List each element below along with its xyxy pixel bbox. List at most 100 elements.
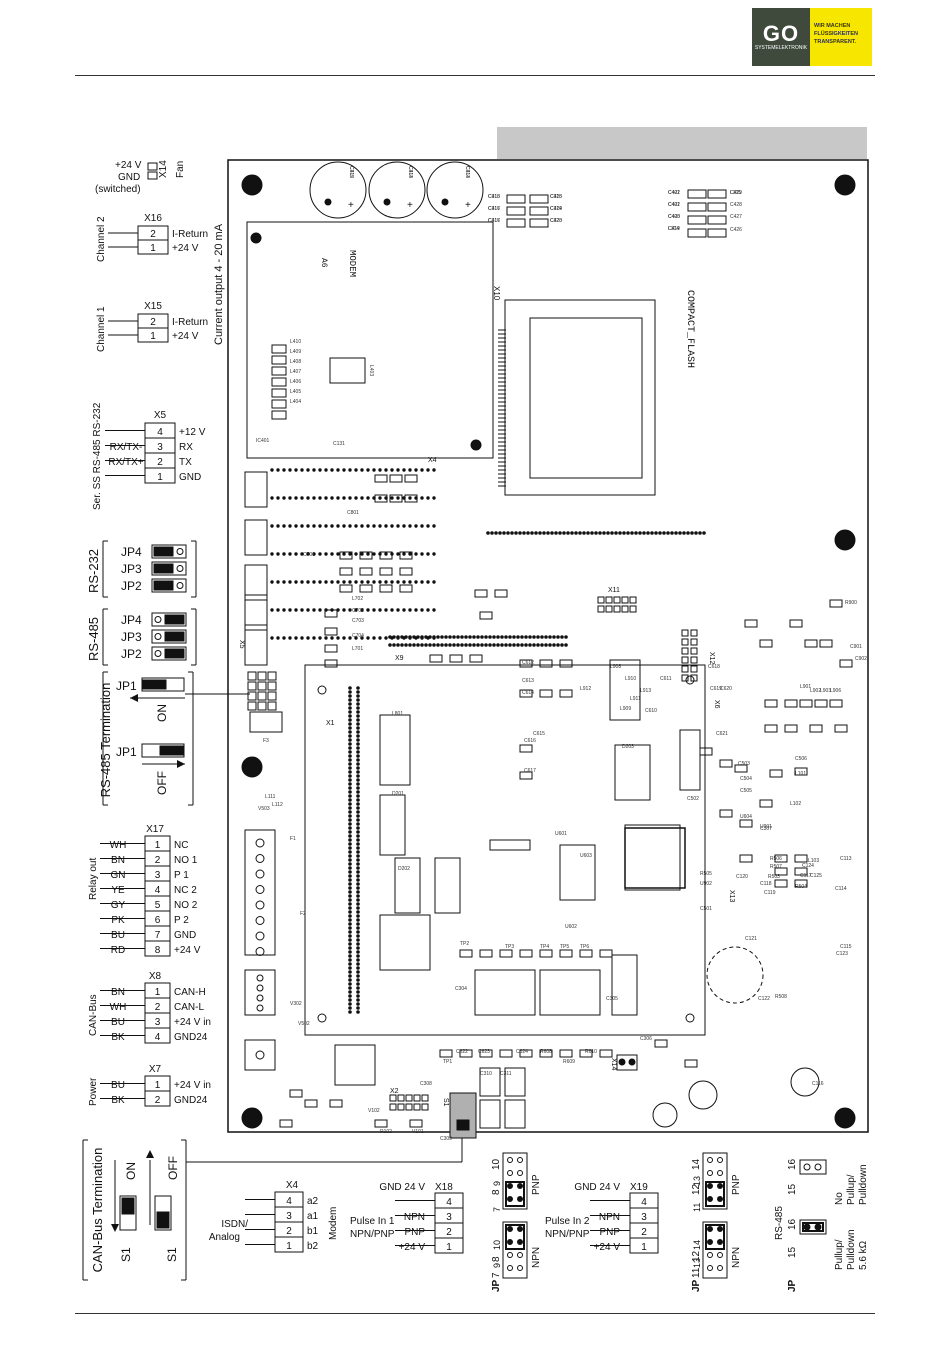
- mounting-hole: [834, 174, 856, 196]
- s1-knob: [456, 1119, 470, 1131]
- jumper-pad: [267, 701, 277, 711]
- x15-pin-number: 1: [150, 331, 156, 342]
- header-pin: [348, 906, 352, 910]
- x14-board-label: X14: [610, 1058, 617, 1071]
- s1-up-head: [146, 1150, 154, 1158]
- via: [408, 496, 412, 500]
- x11-pin: [621, 596, 629, 604]
- smd-part: [539, 659, 553, 668]
- header-pin: [348, 938, 352, 942]
- header-pin: [560, 643, 564, 647]
- smd-part: [829, 599, 843, 608]
- jp18-pin: [507, 1170, 513, 1176]
- component-label: C318: [550, 194, 562, 200]
- header-pin: [348, 934, 352, 938]
- via: [366, 468, 370, 472]
- jp18-pin: [507, 1239, 513, 1245]
- header-pin: [348, 962, 352, 966]
- via: [378, 580, 382, 584]
- compact-flash-label: COMPACT_FLASH: [684, 290, 695, 368]
- x5-pin-number: 2: [157, 457, 163, 468]
- header-pin: [348, 774, 352, 778]
- smd-part: [389, 474, 403, 483]
- via: [270, 636, 274, 640]
- via: [300, 468, 304, 472]
- via: [330, 496, 334, 500]
- jumper-pad: [247, 691, 257, 701]
- smd-part: [739, 819, 753, 828]
- via: [366, 496, 370, 500]
- terminal-screw: [255, 947, 265, 956]
- smd-part: [479, 949, 493, 958]
- jumper-pad: [267, 691, 277, 701]
- jp19-npn-label: NPN: [731, 1247, 742, 1268]
- x18-pin-number: 3: [446, 1212, 452, 1223]
- x18-pin-label: PNP: [404, 1227, 425, 1238]
- header-pin: [356, 742, 360, 746]
- inductor: [271, 388, 287, 398]
- x14-pin-box: [147, 171, 158, 180]
- via: [354, 580, 358, 584]
- component-label: C308: [420, 1081, 432, 1087]
- header-pin: [348, 858, 352, 862]
- via: [336, 496, 340, 500]
- component-label: C402: [668, 202, 680, 208]
- header-pin: [356, 738, 360, 742]
- header-pin: [356, 806, 360, 810]
- x1-board-label: X1: [326, 720, 335, 727]
- smd-part: [599, 1049, 613, 1058]
- header-pin: [686, 531, 690, 535]
- header-pin: [356, 858, 360, 862]
- jp-num: 13: [692, 1176, 702, 1186]
- x2-pin: [413, 1103, 421, 1111]
- component-label: C613: [522, 678, 534, 684]
- component-label: C614: [522, 690, 534, 696]
- via: [384, 608, 388, 612]
- jp19-pin: [707, 1196, 713, 1202]
- smd-part: [699, 747, 713, 756]
- via: [432, 552, 436, 556]
- via: [432, 468, 436, 472]
- header-pin: [634, 531, 638, 535]
- component-label: C502: [687, 796, 699, 802]
- x17-wire-color: GN: [111, 870, 126, 881]
- terminal-screw: [255, 900, 265, 910]
- header-pin: [456, 643, 460, 647]
- header-pin: [348, 718, 352, 722]
- component-label: R609: [563, 1059, 575, 1065]
- x2-pin: [397, 1103, 405, 1111]
- component-label: U603: [580, 853, 592, 859]
- terminal-screw: [255, 854, 265, 863]
- x5-pin-label: GND: [179, 472, 201, 483]
- smd-part: [379, 551, 393, 560]
- via: [306, 468, 310, 472]
- x18-pin-number: 2: [446, 1227, 452, 1238]
- smd-part: [339, 584, 353, 593]
- via: [324, 580, 328, 584]
- smd-part: [429, 654, 443, 663]
- header-pin: [356, 914, 360, 918]
- component-label: C619: [710, 686, 722, 692]
- header-pin: [618, 531, 622, 535]
- x17-wire-color: BU: [111, 930, 125, 941]
- header-pin: [356, 994, 360, 998]
- via: [420, 636, 424, 640]
- header-pin: [526, 531, 530, 535]
- header-pin: [546, 531, 550, 535]
- header-pin: [408, 643, 412, 647]
- header-pin: [404, 643, 408, 647]
- via: [420, 608, 424, 612]
- via: [324, 524, 328, 528]
- x17-pin-number: 5: [155, 900, 161, 911]
- via: [288, 468, 292, 472]
- header-pin: [502, 531, 506, 535]
- smd-capacitor: [687, 228, 707, 238]
- header-pin: [556, 643, 560, 647]
- component-label: C124: [802, 863, 814, 869]
- via: [270, 468, 274, 472]
- smd-part: [559, 949, 573, 958]
- jp19-pin: [707, 1157, 713, 1163]
- pull-n16: 16: [787, 1158, 798, 1170]
- component-label: U602: [565, 924, 577, 930]
- terminal-screw: [256, 984, 264, 992]
